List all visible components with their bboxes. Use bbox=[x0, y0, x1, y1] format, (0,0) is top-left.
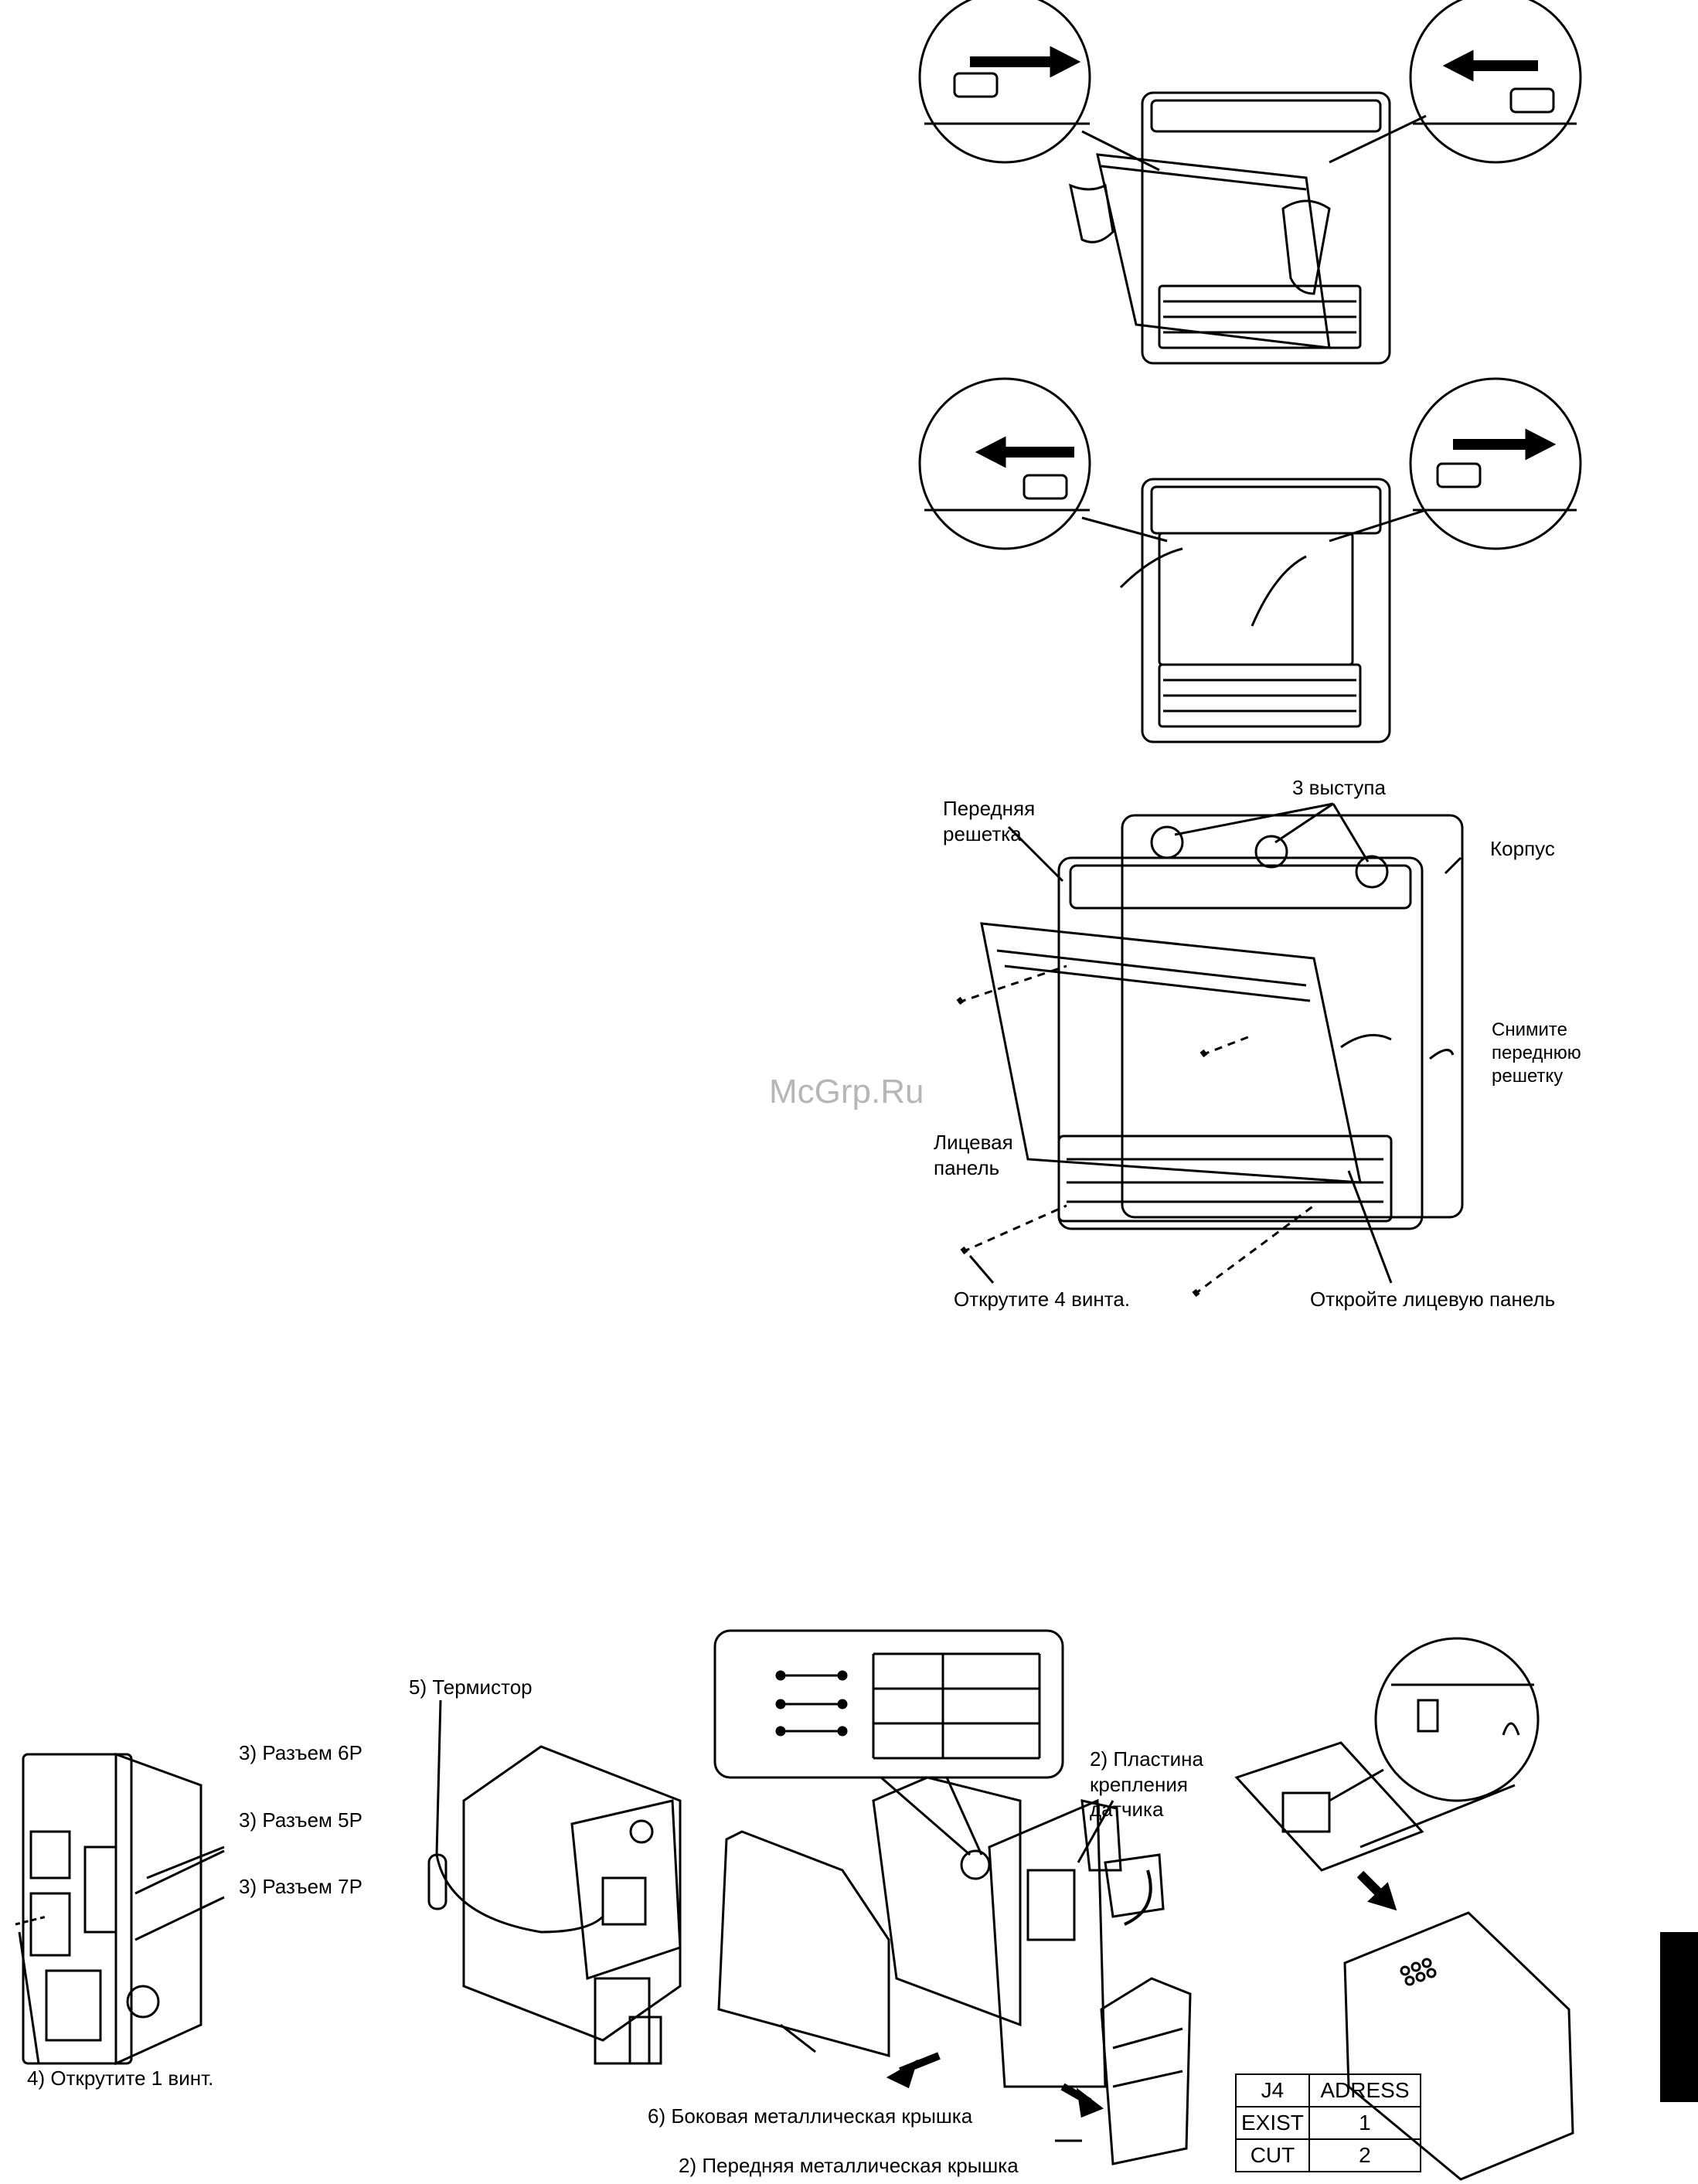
unscrew-one-screw-label: 4) Открутите 1 винт. bbox=[27, 2067, 214, 2090]
front-grille-label: Передняя решетка bbox=[943, 797, 1036, 845]
table-cell: CUT bbox=[1235, 2138, 1310, 2172]
connector-5p-label: 3) Разъем 5P bbox=[239, 1808, 362, 1832]
thermistor-label: 5) Термистор bbox=[409, 1675, 533, 1699]
table-cell: 1 bbox=[1308, 2106, 1421, 2140]
control-box-figure bbox=[15, 1752, 225, 2066]
table-header-adress: ADRESS bbox=[1308, 2073, 1421, 2107]
table-row: J4 ADRESS bbox=[1235, 2073, 1421, 2107]
front-panel-label: Лицевая панель bbox=[934, 1131, 1013, 1179]
table-cell: EXIST bbox=[1235, 2106, 1310, 2140]
table-row: EXIST 1 bbox=[1235, 2106, 1421, 2140]
front-panel-exploded-drawing bbox=[956, 802, 1464, 1298]
front-metal-cover-label: 2) Передняя металлическая крышка bbox=[679, 2154, 1019, 2177]
remove-grille-label: Снимите переднюю решетку bbox=[1492, 1019, 1581, 1087]
covers-exploded-figure bbox=[713, 1629, 1192, 2165]
j4-address-table: J4 ADRESS EXIST 1 CUT 2 bbox=[1235, 2073, 1421, 2172]
filter-removal-drawing bbox=[918, 0, 1582, 743]
unit-open-grille-figure bbox=[918, 0, 1582, 365]
table-cell: 2 bbox=[1308, 2138, 1421, 2172]
watermark: McGrp.Ru bbox=[769, 1073, 924, 1111]
connector-7p-label: 3) Разъем 7P bbox=[239, 1875, 362, 1898]
table-header-j4: J4 bbox=[1235, 2073, 1310, 2107]
unit-closed-grille-figure bbox=[918, 377, 1582, 743]
sensor-plate-label: 2) Пластина крепления датчика bbox=[1090, 1747, 1203, 1821]
section-tab-marker bbox=[1660, 1932, 1698, 2102]
open-front-panel-label: Откройте лицевую панель bbox=[1310, 1288, 1556, 1311]
unscrew-four-screws-label: Открутите 4 винта. bbox=[954, 1288, 1131, 1311]
thermistor-unit-figure bbox=[427, 1699, 682, 2065]
remote-controller-figure bbox=[1234, 1637, 1574, 2181]
side-metal-cover-label: 6) Боковая металлическая крышка bbox=[648, 2104, 973, 2128]
protrusions-label: 3 выступа bbox=[1292, 776, 1386, 799]
case-label: Корпус bbox=[1490, 837, 1555, 860]
table-row: CUT 2 bbox=[1235, 2138, 1421, 2172]
connector-6p-label: 3) Разъем 6P bbox=[239, 1741, 362, 1764]
